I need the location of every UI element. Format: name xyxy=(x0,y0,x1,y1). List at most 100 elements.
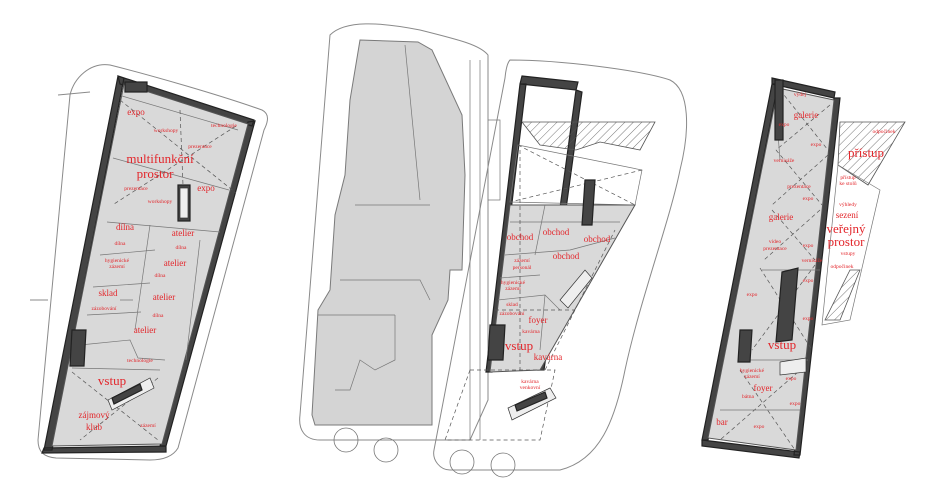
tree-1 xyxy=(333,427,359,453)
existing-building xyxy=(311,39,466,426)
tree-3 xyxy=(449,449,475,475)
room-label-c7: hygienické xyxy=(501,280,526,286)
room-label-r22: expo xyxy=(790,401,801,407)
room-label-r23: bar xyxy=(716,417,728,427)
room-label-r27: ke stolů xyxy=(839,180,857,187)
room-label-l9: workshopy xyxy=(148,199,173,205)
room-label-l8: expo xyxy=(197,183,215,193)
room-label-r30: prostor xyxy=(828,234,866,249)
room-label-c11: foyer xyxy=(529,315,548,325)
public-space-right xyxy=(821,164,881,326)
room-label-r14: expo xyxy=(747,292,758,298)
elevator-left xyxy=(69,329,87,367)
room-labels: expoworkshopytechnologieprezentacemultif… xyxy=(79,92,896,432)
room-label-c9: sklad xyxy=(506,302,518,308)
room-label-l14: hygienické xyxy=(105,258,130,264)
room-label-l23: technologie xyxy=(127,358,153,364)
stair-center xyxy=(559,269,593,309)
room-label-l24: vstup xyxy=(98,373,126,388)
room-label-c5: personál xyxy=(513,265,532,271)
room-label-c8: zázemí xyxy=(505,286,521,292)
plan-left xyxy=(30,64,268,461)
stair-left-steps xyxy=(179,187,189,219)
room-label-l22: atelier xyxy=(134,325,156,335)
street-lines xyxy=(469,60,501,440)
room-label-r1: výdej xyxy=(794,92,807,98)
room-label-c15: kavárna xyxy=(521,379,539,385)
room-label-r10: prezentace xyxy=(763,246,787,252)
room-label-l16: atelier xyxy=(164,258,186,268)
room-label-c13: vstup xyxy=(505,338,533,353)
room-label-c4: zázemí xyxy=(514,258,530,264)
room-label-c3: obchod xyxy=(584,234,611,244)
room-label-l21: dílna xyxy=(153,313,165,319)
room-label-l13: dílna xyxy=(176,245,188,251)
room-label-r29: veřejný xyxy=(827,221,866,236)
room-label-l3: technologie xyxy=(211,123,237,129)
room-label-r19: foyer xyxy=(754,383,773,393)
room-label-l2: workshopy xyxy=(154,128,179,134)
room-label-l18: sklad xyxy=(99,288,118,298)
room-label-r11: expo xyxy=(803,243,814,249)
outdoor-stair-center-core xyxy=(514,391,548,412)
room-label-c6: obchod xyxy=(553,251,580,261)
tree-2 xyxy=(373,437,399,463)
room-label-l25: zájmový xyxy=(79,410,110,420)
room-label-l5: multifunkční xyxy=(126,151,194,166)
room-label-l11: atelier xyxy=(172,228,194,238)
plan-right xyxy=(701,77,906,459)
room-label-r7: expo xyxy=(803,196,814,202)
room-label-r25: přístup xyxy=(848,145,884,160)
room-label-r3: expo xyxy=(779,122,790,128)
room-label-l15: zázemí xyxy=(109,264,125,270)
room-label-r31: výhledy xyxy=(839,202,857,208)
room-label-r17: hygienické xyxy=(740,368,765,374)
room-label-l4: prezentace xyxy=(188,144,212,150)
existing-building-lines xyxy=(318,44,431,391)
room-label-l1: expo xyxy=(127,107,145,117)
room-label-l27: zázemí xyxy=(140,423,156,429)
room-label-r26: přístup xyxy=(840,175,856,181)
room-label-c12: kavárna xyxy=(522,329,540,335)
room-label-r8: galerie xyxy=(769,212,793,222)
room-label-r2: galerie xyxy=(794,110,818,120)
hatched-roof-center xyxy=(521,121,656,151)
room-label-l6: prostor xyxy=(137,166,175,181)
core-right xyxy=(775,267,799,343)
room-label-r15: expo xyxy=(803,316,814,322)
room-label-r34: odpočinek xyxy=(873,129,896,135)
hatched-ramp-right xyxy=(824,269,861,321)
entrance-stair-left-core xyxy=(111,383,143,405)
dashed-center xyxy=(495,150,616,371)
hatched-roof-right xyxy=(837,121,906,186)
stair-center-top xyxy=(581,179,596,226)
floor-left xyxy=(51,83,249,447)
room-label-r18: zázemí xyxy=(744,374,760,380)
room-label-r5: vernisáže xyxy=(774,158,795,164)
site-outline-center xyxy=(299,23,489,441)
room-label-r20: expo xyxy=(786,376,797,382)
room-label-r33: odpočinek xyxy=(831,264,854,270)
elevator-right xyxy=(737,329,753,363)
tree-4 xyxy=(490,452,516,478)
room-label-c16: venkovní xyxy=(520,385,541,391)
room-label-r12: vernisáže xyxy=(802,258,823,264)
void-center-diag xyxy=(509,144,643,206)
room-label-c1: obchod xyxy=(507,232,534,242)
room-label-r28: sezení xyxy=(836,210,859,220)
room-label-r13: expo xyxy=(803,278,814,284)
room-label-c2: obchod xyxy=(543,227,570,237)
elevator-center xyxy=(487,324,506,361)
stair-right xyxy=(779,357,807,376)
site-outline-left xyxy=(37,64,268,461)
stair-right-top xyxy=(774,79,784,141)
room-label-r6: prezentace xyxy=(787,184,811,190)
partitions-center xyxy=(497,204,620,351)
site-path-left xyxy=(30,91,91,301)
room-label-l10: dílna xyxy=(116,222,134,232)
room-label-l26: klub xyxy=(86,422,103,432)
room-label-c10: zázobování xyxy=(499,311,525,317)
room-label-l12: dílna xyxy=(115,241,127,247)
room-label-r16: vstup xyxy=(768,337,796,352)
